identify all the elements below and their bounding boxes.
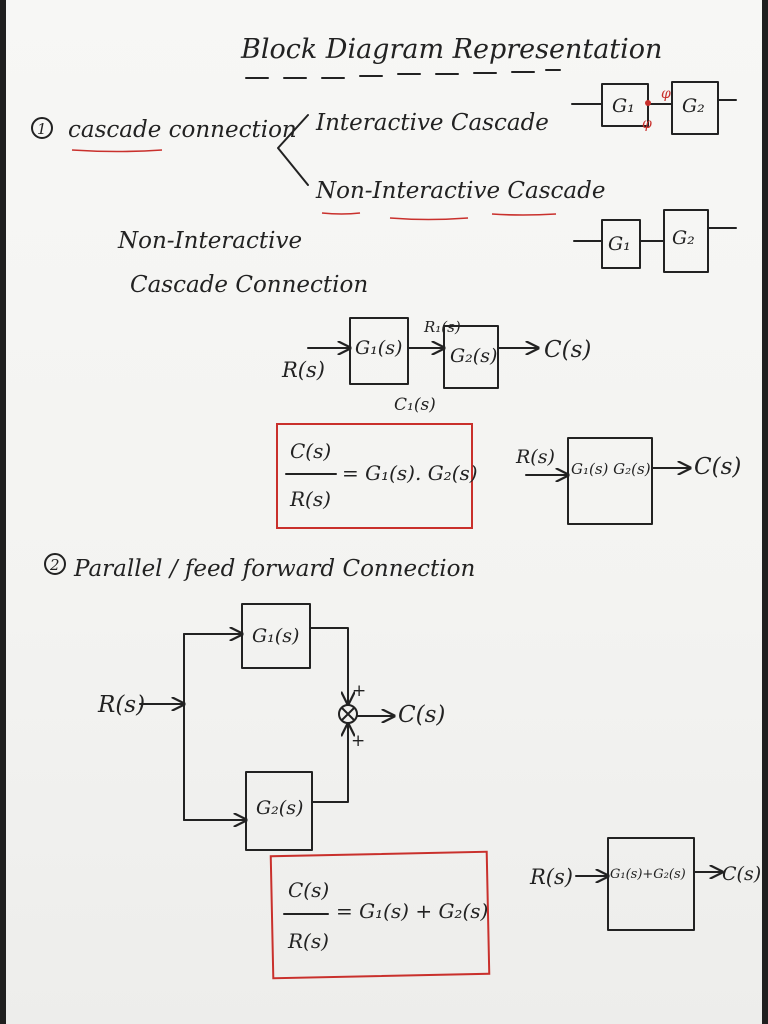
cascade-transfer-function: C(s) R(s) = G₁(s). G₂(s) xyxy=(276,423,478,529)
parallel-input-label: R(s) xyxy=(97,692,145,718)
branch-non-interactive: Non-Interactive Cascade xyxy=(315,178,605,204)
section-2: 2 Parallel / feed forward Connection xyxy=(44,553,475,582)
parallel-block-g1-label: G₁(s) xyxy=(252,625,299,647)
subheading-line2: Cascade Connection xyxy=(130,272,368,298)
parallel-transfer-function: C(s) R(s) = G₁(s) + G₂(s) xyxy=(269,850,491,980)
summing-junction-cross xyxy=(341,707,355,721)
parallel-bottom-return xyxy=(311,724,348,803)
parallel-eq-output-label: C(s) xyxy=(722,863,761,885)
block-g2-small-ni xyxy=(663,209,709,273)
sum-sign-bottom: + xyxy=(351,731,365,751)
block-g2-small xyxy=(671,81,719,135)
parallel-tf-denominator: R(s) xyxy=(287,929,329,953)
parallel-block-g2-label: G₂(s) xyxy=(256,797,303,819)
block-diagram-notes: Block Diagram Representation 1 cascade c… xyxy=(31,34,761,980)
cascade-block-g1 xyxy=(349,317,409,385)
section-1-number: 1 xyxy=(37,120,47,138)
interactive-cascade-sketch: G₁ G₂ φ φ xyxy=(571,81,737,135)
parallel-tf-numerator: C(s) xyxy=(288,878,329,902)
section-1-heading: cascade connection xyxy=(68,117,297,143)
cascade-block-g2-label: G₂(s) xyxy=(450,345,497,367)
loading-dot xyxy=(645,100,651,106)
section-1: 1 cascade connection Interactive Cascade… xyxy=(31,110,605,298)
page-title: Block Diagram Representation xyxy=(240,34,662,65)
block-g1-small-label: G₁ xyxy=(612,95,635,117)
block-g2-small-label: G₂ xyxy=(682,95,705,117)
block-g2-small-ni-label: G₂ xyxy=(672,227,695,249)
cascade-input-label: R(s) xyxy=(281,358,325,382)
notebook-page: Block Diagram Representation 1 cascade c… xyxy=(6,0,762,1024)
parallel-tf-rhs: = G₁(s) + G₂(s) xyxy=(336,899,488,923)
cascade-block-g1-label: G₁(s) xyxy=(355,337,402,359)
cascade-tf-rhs: = G₁(s). G₂(s) xyxy=(342,461,478,485)
section-2-heading: Parallel / feed forward Connection xyxy=(73,556,475,582)
cascade-output-label: C(s) xyxy=(544,337,591,363)
parallel-top-return xyxy=(309,627,348,704)
cascade-eq-output-label: C(s) xyxy=(694,454,741,480)
subheading-line1: Non-Interactive xyxy=(117,228,302,254)
branch-interactive: Interactive Cascade xyxy=(315,110,549,136)
section-2-number: 2 xyxy=(49,556,60,574)
parallel-block-g1 xyxy=(241,603,311,669)
cascade-eq-input-label: R(s) xyxy=(515,446,555,468)
title-dash-underline xyxy=(245,69,561,79)
cascade-result-box xyxy=(276,423,473,529)
summing-junction xyxy=(338,704,358,724)
parallel-diagram: R(s) G₁(s) G₂(s) + + C(s) xyxy=(97,603,445,851)
cascade-mid-top-label: R₁(s) xyxy=(423,318,461,336)
cascade-eq-block xyxy=(567,437,653,525)
parallel-block-g2 xyxy=(245,771,313,851)
parallel-equivalent: R(s) G₁(s)+G₂(s) C(s) xyxy=(529,837,761,931)
section-2-number-circle xyxy=(44,553,66,575)
cascade-block-g2 xyxy=(443,325,499,389)
branch-bracket xyxy=(277,114,309,186)
block-g1-small-ni xyxy=(601,219,641,269)
cascade-eq-block-label: G₁(s) G₂(s) xyxy=(571,460,651,478)
section-1-number-circle xyxy=(31,117,53,139)
cascade-mid-bottom-label: C₁(s) xyxy=(394,395,436,415)
parallel-eq-block xyxy=(607,837,695,931)
cascade-equivalent: R(s) G₁(s) G₂(s) C(s) xyxy=(515,437,741,525)
section-1-heading-underline xyxy=(71,149,163,153)
branch-non-interactive-underline xyxy=(321,212,557,221)
cascade-diagram: R(s) G₁(s) R₁(s) G₂(s) C(s) C₁(s) xyxy=(281,317,591,415)
parallel-eq-input-label: R(s) xyxy=(529,865,573,889)
cascade-tf-numerator: C(s) xyxy=(290,439,331,463)
loading-marker-top: φ xyxy=(661,86,671,102)
block-g1-small-ni-label: G₁ xyxy=(608,233,631,255)
loading-marker-bottom: φ xyxy=(642,116,652,132)
cascade-tf-denominator: R(s) xyxy=(289,487,331,511)
non-interactive-cascade-sketch: G₁ G₂ xyxy=(573,209,737,273)
sum-sign-top: + xyxy=(352,681,366,701)
parallel-eq-block-label: G₁(s)+G₂(s) xyxy=(610,867,686,882)
parallel-output-label: C(s) xyxy=(398,702,445,728)
parallel-result-box xyxy=(269,850,491,980)
